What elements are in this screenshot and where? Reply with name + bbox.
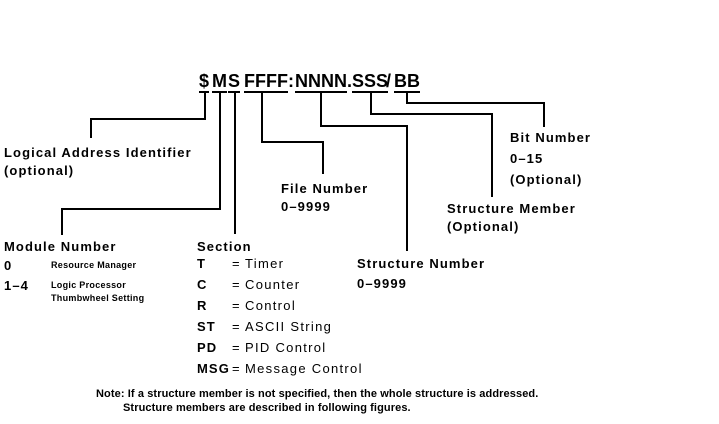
bit-number-elbow-line xyxy=(406,102,545,104)
module-number-elbow-line xyxy=(61,208,221,210)
structure-number-elbow-line xyxy=(320,125,408,127)
section-drop-line xyxy=(234,93,236,234)
structure-member-drop-line xyxy=(370,93,372,115)
module-desc-thumbwheel: Thumbwheel Setting xyxy=(51,293,145,303)
section-value: Control xyxy=(245,298,297,313)
bit-number-range-label: 0–15 xyxy=(510,151,544,166)
file-number-drop-line xyxy=(261,93,263,143)
section-key: T xyxy=(197,256,207,271)
module-desc-logic: Logic Processor xyxy=(51,280,127,290)
file-number-label: File Number xyxy=(281,181,369,196)
section-key: MSG xyxy=(197,361,230,376)
note-line-2: Structure members are described in follo… xyxy=(123,402,411,414)
equals-sign: = xyxy=(232,277,241,292)
logical-id-elbow-line xyxy=(90,118,206,120)
bit-number-stub-line xyxy=(543,102,545,127)
equals-sign: = xyxy=(232,256,241,271)
note-text: If a structure member is not specified, … xyxy=(127,388,539,400)
bit-number-drop-line xyxy=(406,93,408,104)
module-key-0: 0 xyxy=(4,258,13,273)
colon-separator: : xyxy=(288,71,294,91)
equals-sign: = xyxy=(232,340,241,355)
format-part-structure-number: NNNN xyxy=(295,71,347,93)
format-part-structure-member: SSS xyxy=(352,71,389,93)
structure-number-label: Structure Number xyxy=(357,256,486,271)
module-number-drop-line xyxy=(219,93,221,210)
equals-sign: = xyxy=(232,319,241,334)
note-line-1: Note: If a structure member is not speci… xyxy=(96,387,538,401)
structure-member-label: Structure Member xyxy=(447,201,576,216)
structure-number-drop-line xyxy=(320,93,322,127)
module-key-1-4: 1–4 xyxy=(4,278,29,293)
section-value: PID Control xyxy=(245,340,327,355)
file-number-stub-line xyxy=(322,141,324,174)
section-row-ascii-string: ST = ASCII String xyxy=(197,319,332,334)
module-number-stub-line xyxy=(61,208,63,235)
section-row-pid-control: PD = PID Control xyxy=(197,340,327,355)
file-number-elbow-line xyxy=(261,141,324,143)
format-part-file-number: FFFF xyxy=(244,71,288,93)
section-value: Message Control xyxy=(245,361,363,376)
section-key: C xyxy=(197,277,208,292)
structure-number-range-label: 0–9999 xyxy=(357,276,407,291)
section-value: Timer xyxy=(245,256,285,271)
bit-number-label: Bit Number xyxy=(510,130,592,145)
logical-address-optional-label: (optional) xyxy=(4,163,75,178)
bit-number-optional-label: (Optional) xyxy=(510,172,583,187)
section-label: Section xyxy=(197,239,252,254)
section-row-control: R = Control xyxy=(197,298,296,313)
logical-address-identifier-label: Logical Address Identifier xyxy=(4,145,192,160)
dot-separator: . xyxy=(347,71,353,91)
structure-member-elbow-line xyxy=(370,113,493,115)
module-desc-resource: Resource Manager xyxy=(51,260,137,270)
equals-sign: = xyxy=(232,298,241,313)
section-value: ASCII String xyxy=(245,319,333,334)
section-row-timer: T = Timer xyxy=(197,256,284,271)
equals-sign: = xyxy=(232,361,241,376)
section-key: R xyxy=(197,298,208,313)
note-label: Note: xyxy=(96,388,125,400)
structure-member-optional-label: (Optional) xyxy=(447,219,520,234)
structure-number-stub-line xyxy=(406,125,408,251)
section-value: Counter xyxy=(245,277,301,292)
section-row-message-control: MSG= Message Control xyxy=(197,361,363,376)
file-number-range-label: 0–9999 xyxy=(281,199,331,214)
section-key: ST xyxy=(197,319,216,334)
format-part-section: S xyxy=(228,71,241,93)
format-part-logical-id: $ xyxy=(199,71,210,93)
slash-separator: / xyxy=(386,71,392,91)
format-part-module-number: M xyxy=(212,71,227,93)
section-key: PD xyxy=(197,340,218,355)
logical-id-drop-line xyxy=(204,93,206,120)
structure-member-stub-line xyxy=(491,113,493,197)
section-row-counter: C = Counter xyxy=(197,277,300,292)
format-part-bit-number: BB xyxy=(394,71,420,93)
logical-id-stub-line xyxy=(90,118,92,138)
module-number-label: Module Number xyxy=(4,239,117,254)
